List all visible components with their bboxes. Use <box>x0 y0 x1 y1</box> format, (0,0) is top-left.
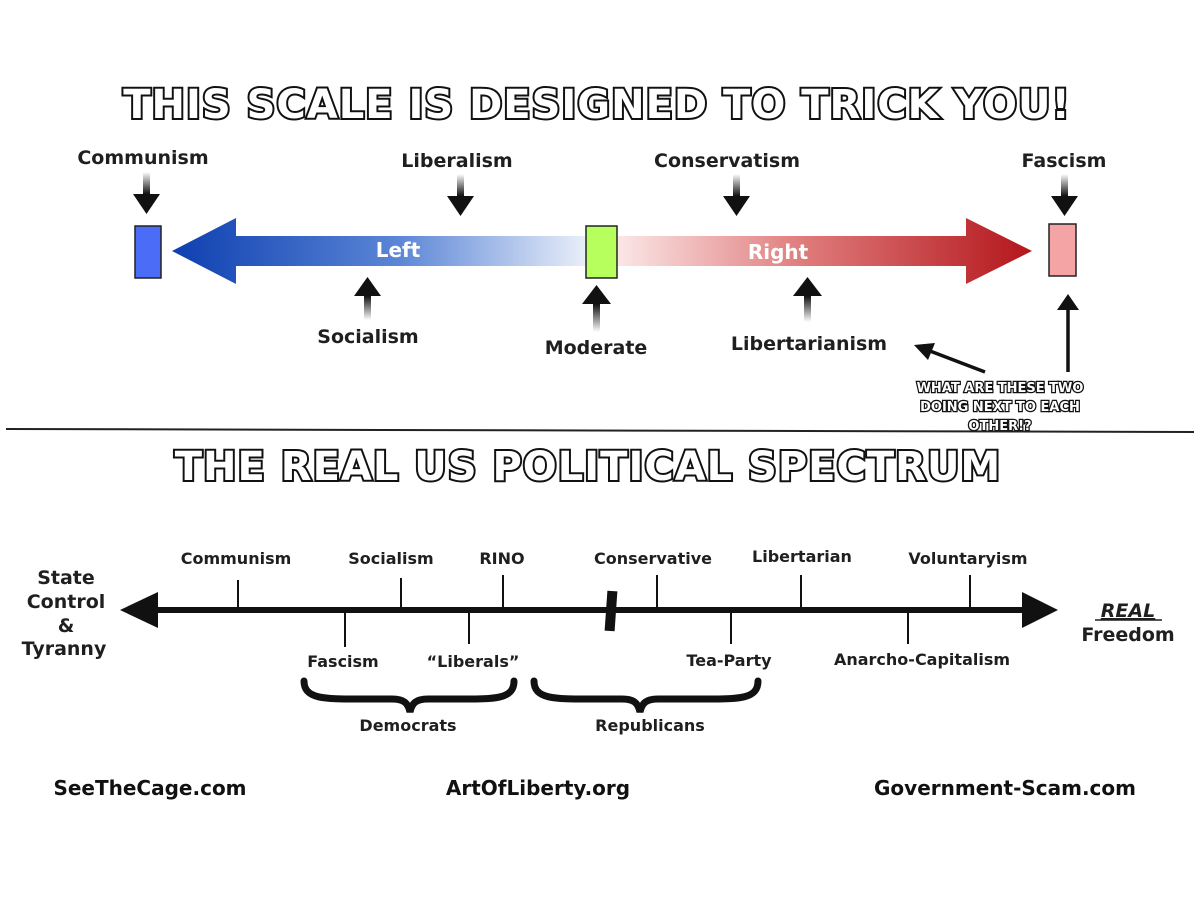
note-arrow-left-icon <box>914 343 986 374</box>
link-seethecage[interactable]: SeeTheCage.com <box>53 776 246 800</box>
label-tea-party: Tea-Party <box>686 651 772 670</box>
arrow-moderate-icon <box>582 285 611 332</box>
label-conservative: Conservative <box>594 549 712 568</box>
arrow-liberalism-icon <box>447 174 474 216</box>
label-liberals: “Liberals” <box>427 652 520 671</box>
communism-box <box>134 225 162 279</box>
center-mark <box>604 590 618 632</box>
bottom-title: THE REAL US POLITICAL SPECTRUM <box>175 444 1001 490</box>
right-end-freedom: Freedom <box>1081 624 1174 646</box>
right-end-emphasis: REAL <box>1101 600 1155 622</box>
right-arrow <box>618 218 1032 284</box>
label-fascism: Fascism <box>1022 150 1107 172</box>
label-conservatism: Conservatism <box>654 150 800 172</box>
top-title: THIS SCALE IS DESIGNED TO TRICK YOU! <box>123 82 1071 128</box>
democrats-brace <box>300 677 518 713</box>
arrow-fascism-icon <box>1051 174 1078 216</box>
label-voluntaryism: Voluntaryism <box>908 549 1027 568</box>
link-artofliberty[interactable]: ArtOfLiberty.org <box>446 776 630 800</box>
label-republicans: Republicans <box>595 716 705 735</box>
republicans-brace <box>530 677 762 713</box>
label-democrats: Democrats <box>359 716 456 735</box>
left-end-line-4: Tyranny <box>22 638 107 660</box>
note-line-2: DOING NEXT TO EACH <box>920 400 1080 415</box>
moderate-box <box>585 225 618 279</box>
left-end-line-1: State <box>37 567 95 589</box>
label-bottom-fascism: Fascism <box>307 652 378 671</box>
label-libertarian: Libertarian <box>752 547 852 566</box>
label-bottom-communism: Communism <box>181 549 292 568</box>
freedom-axis <box>120 592 1058 628</box>
arrow-libertarianism-icon <box>793 277 822 322</box>
label-moderate: Moderate <box>545 337 648 359</box>
arrow-communism-icon <box>133 172 160 214</box>
label-communism: Communism <box>77 147 208 169</box>
label-bottom-socialism: Socialism <box>348 549 433 568</box>
left-end-line-2: Control <box>27 591 106 613</box>
link-government-scam[interactable]: Government-Scam.com <box>874 776 1136 800</box>
arrow-conservatism-icon <box>723 174 750 216</box>
note-arrow-up-icon <box>1057 294 1079 372</box>
left-arrow <box>172 218 585 284</box>
note-line-1: WHAT ARE THESE TWO <box>917 381 1084 396</box>
section-divider <box>5 428 1195 433</box>
label-liberalism: Liberalism <box>401 150 512 172</box>
fascism-box <box>1048 223 1077 277</box>
left-end-line-3: & <box>58 615 75 637</box>
label-socialism: Socialism <box>317 326 418 348</box>
label-rino: RINO <box>479 549 524 568</box>
left-label: Left <box>376 238 421 262</box>
arrow-socialism-icon <box>354 277 381 320</box>
label-anarcho-capitalism: Anarcho-Capitalism <box>834 650 1010 669</box>
label-libertarianism: Libertarianism <box>731 333 887 355</box>
right-label: Right <box>748 240 809 264</box>
